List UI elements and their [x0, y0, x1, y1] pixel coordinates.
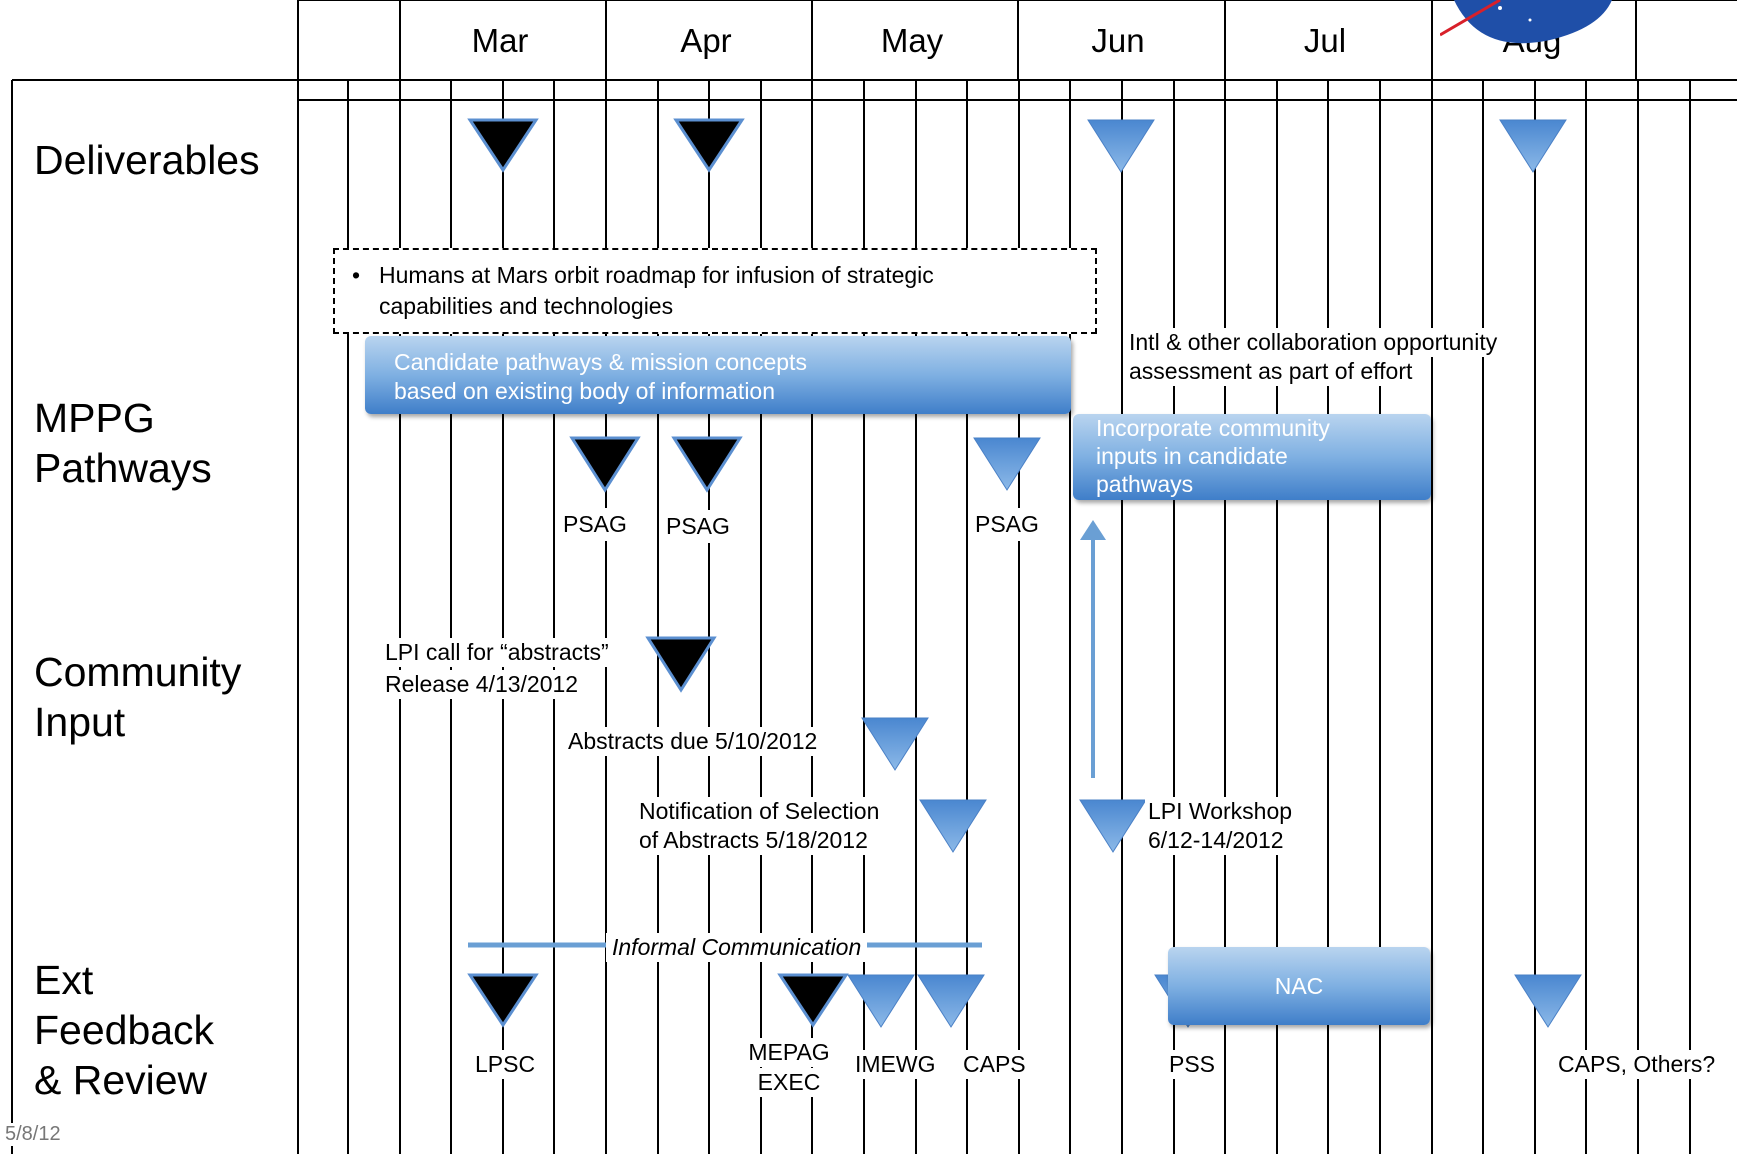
nac-bar	[1168, 947, 1430, 1025]
caps-label: CAPS	[960, 1050, 1029, 1079]
milestone-caps-others	[1514, 974, 1582, 1028]
caps-others-label: CAPS, Others?	[1555, 1050, 1719, 1079]
connector-arrowhead	[1080, 520, 1106, 540]
row-label-pathways: MPPG Pathways	[34, 395, 212, 491]
milestone-imewg	[847, 974, 915, 1028]
workshop-line-2: 6/12-14/2012	[1145, 826, 1287, 855]
lpi-call-line-1: LPI call for “abstracts”	[382, 638, 612, 667]
milestone-deliverable-mar	[467, 118, 539, 173]
intl-line-1: Intl & other collaboration opportunity	[1127, 328, 1500, 357]
milestone-abstracts-due	[861, 717, 929, 771]
lpi-call-line-2: Release 4/13/2012	[382, 670, 582, 699]
incorporate-line-1: Incorporate community	[1096, 415, 1330, 441]
roadmap-box	[333, 248, 1097, 334]
month-may: May	[880, 22, 944, 59]
candidate-line-2: based on existing body of information	[394, 378, 776, 404]
milestone-lpsc	[467, 973, 539, 1028]
milestone-lpi-call	[645, 636, 717, 693]
milestone-psag-2	[671, 436, 743, 493]
milestone-lpi-workshop	[1079, 799, 1147, 853]
milestone-caps	[917, 974, 985, 1028]
milestone-deliverable-jun	[1087, 119, 1155, 173]
milestone-mepag	[777, 973, 849, 1028]
milestone-psag-3	[973, 437, 1041, 491]
candidate-pathways-bar	[365, 336, 1071, 414]
psag-label-3: PSAG	[969, 508, 1045, 541]
notification-line-2: of Abstracts 5/18/2012	[636, 826, 871, 855]
agency-logo	[1440, 0, 1612, 44]
incorporate-line-3: pathways	[1096, 471, 1194, 497]
milestone-deliverable-apr	[673, 118, 745, 173]
roadmap-line-1: Humans at Mars orbit roadmap for infusio…	[379, 262, 934, 288]
month-jul: Jul	[1303, 22, 1347, 59]
month-apr: Apr	[680, 22, 732, 59]
psag-label-2: PSAG	[660, 510, 736, 543]
imewg-label: IMEWG	[852, 1050, 939, 1079]
mepag-line-2: EXEC	[738, 1068, 840, 1097]
workshop-line-1: LPI Workshop	[1145, 797, 1296, 826]
notification-line-1: Notification of Selection	[636, 797, 883, 826]
month-jun: Jun	[1091, 22, 1145, 59]
roadmap-bullet: •	[352, 262, 361, 288]
abstracts-due-label: Abstracts due 5/10/2012	[565, 727, 821, 756]
roadmap-line-2: capabilities and technologies	[379, 293, 674, 319]
informal-communication-label: Informal Communication	[606, 933, 868, 962]
incorporate-bar	[1073, 414, 1431, 500]
month-mar: Mar	[471, 22, 529, 59]
row-label-deliverables: Deliverables	[34, 137, 260, 183]
milestone-psag-1	[569, 436, 641, 493]
incorporate-line-2: inputs in candidate	[1096, 443, 1288, 469]
candidate-line-1: Candidate pathways & mission concepts	[394, 349, 807, 375]
footer-date: 5/8/12	[3, 1123, 63, 1146]
row-label-community: Community Input	[34, 649, 242, 745]
row-label-feedback: Ext Feedback & Review	[34, 957, 215, 1103]
milestone-notification	[919, 799, 987, 853]
pss-label: PSS	[1166, 1050, 1219, 1079]
psag-label-1: PSAG	[557, 508, 633, 541]
lpsc-label: LPSC	[472, 1050, 539, 1079]
intl-line-2: assessment as part of effort	[1127, 357, 1415, 386]
mepag-line-1: MEPAG	[738, 1038, 840, 1067]
nac-label: NAC	[1274, 973, 1324, 999]
milestone-deliverable-aug	[1499, 119, 1567, 173]
